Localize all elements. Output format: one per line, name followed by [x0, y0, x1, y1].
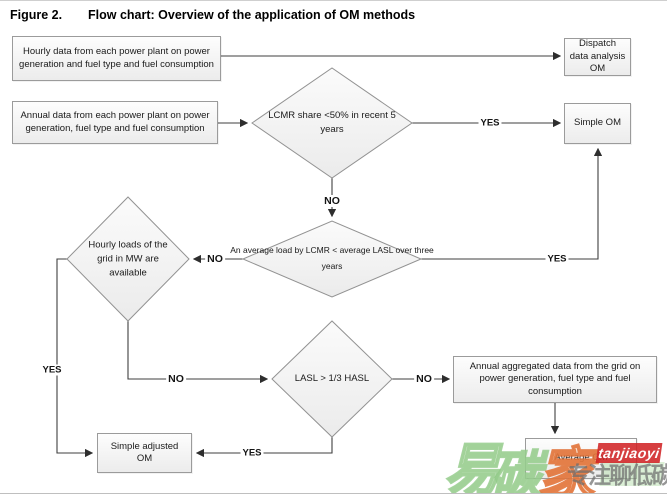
decision-lasl: LASL > 1/3 HASL	[294, 373, 370, 385]
figure-label: Figure 2.	[10, 8, 63, 22]
node-dispatch-om: Dispatch data analysis OM	[564, 38, 631, 76]
edge-label-avgload-yes: YES	[545, 253, 569, 265]
edge-hourlyloads-no-lasl	[127, 321, 269, 384]
node-simple-om: Simple OM	[564, 103, 631, 144]
edge-label-hourlyloads-no: NO	[166, 373, 186, 385]
node-hourly-data: Hourly data from each power plant on pow…	[12, 36, 221, 81]
figure-caption: Figure 2. Flow chart: Overview of the ap…	[10, 8, 415, 22]
decision-avg-load-shape	[241, 220, 423, 298]
node-annual-aggregated: Annual aggregated data from the grid on …	[453, 356, 657, 403]
edge-hourlyloads-yes-simpleadjusted	[56, 258, 94, 458]
edge-lasl-yes-simpleadjusted	[195, 437, 333, 458]
edge-label-lcmr-yes: YES	[478, 117, 502, 129]
edge-label-avgload-no: NO	[205, 253, 225, 265]
node-simple-adjusted-om: Simple adjusted OM	[97, 433, 192, 473]
node-annual-data: Annual data from each power plant on pow…	[12, 101, 218, 144]
decision-hourly-loads-shape	[66, 196, 190, 322]
edge-label-lasl-yes: YES	[240, 447, 264, 459]
edge-label-hourlyloads-yes: YES	[40, 364, 64, 376]
edge-label-lasl-no: NO	[414, 373, 434, 385]
decision-lcmr-share: LCMR share <50% in recent 5 years	[268, 110, 396, 135]
edge-avgload-yes-simpleom	[421, 147, 603, 260]
edge-label-lcmr-no: NO	[322, 195, 342, 207]
figure-title: Flow chart: Overview of the application …	[88, 8, 416, 22]
decision-hourly-loads: Hourly loads of the grid in MW are avail…	[88, 239, 168, 278]
decision-lasl-shape	[271, 320, 393, 438]
node-average-om: Average OM	[525, 438, 637, 479]
decision-lcmr-share-shape	[251, 67, 413, 179]
decision-avg-load: An average load by LCMR < average LASL o…	[230, 244, 434, 271]
